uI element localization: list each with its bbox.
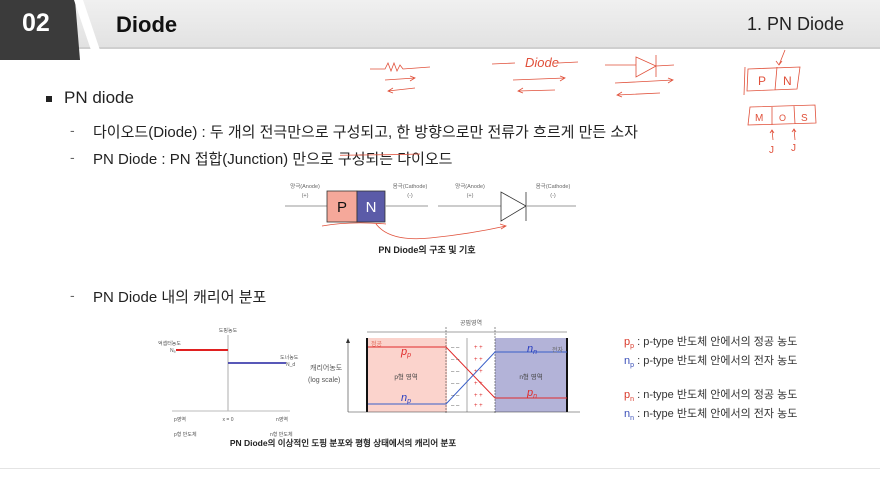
section-label: 1. PN Diode xyxy=(746,14,844,34)
svg-text:+ +: + + xyxy=(474,393,483,399)
svg-text:+ +: + + xyxy=(474,403,483,409)
handwritten-j: J xyxy=(769,145,774,156)
handwritten-n: N xyxy=(783,74,792,88)
svg-text:pp: pp xyxy=(400,346,411,359)
legend-item: np : p-type 반도체 안에서의 전자 농도 xyxy=(624,355,798,370)
svg-text:+ +: + + xyxy=(474,369,483,375)
electron-label: 전자 xyxy=(552,346,564,354)
handwritten-arrow xyxy=(321,222,507,240)
legend-item: pp : p-type 반도체 안에서의 정공 농도 xyxy=(624,336,798,351)
slide-header xyxy=(0,0,880,49)
handwritten-diode-label: Diode xyxy=(525,55,559,70)
svg-text:– –: – – xyxy=(451,381,460,387)
acceptor-label: 억셉터농도 xyxy=(158,340,181,347)
handwritten-m: M xyxy=(755,113,763,124)
x-label-zero: x = 0 xyxy=(223,417,234,423)
carrier-distribution-figure: 도핑농도 억셉터농도 Nₐ 도너농도 N_d p영역 x = 0 n영역 p형 … xyxy=(158,319,580,448)
hole-concentration-line xyxy=(368,346,567,399)
chapter-number: 02 xyxy=(22,9,50,37)
cathode-label: 음극(Cathode) xyxy=(393,183,428,190)
bullet-icon xyxy=(46,96,52,102)
handwritten-s: S xyxy=(801,113,808,124)
svg-text:pn: pn xyxy=(526,387,537,400)
handwritten-underline xyxy=(340,153,421,156)
bullet-heading: PN diode xyxy=(64,88,134,107)
svg-text:– –: – – xyxy=(451,369,460,375)
x-label-n: n영역 xyxy=(276,416,288,423)
dash-marker: - xyxy=(70,287,75,303)
hole-label: 정공 xyxy=(371,341,383,348)
footer-divider xyxy=(0,468,880,469)
legend-item: pn : n-type 반도체 안에서의 정공 농도 xyxy=(624,389,798,404)
figure1-caption: PN Diode의 구조 및 기호 xyxy=(378,244,476,255)
svg-text:– –: – – xyxy=(451,345,460,351)
donor-symbol: N_d xyxy=(286,362,295,368)
x-label-p: p영역 xyxy=(174,416,186,423)
handwritten-j: J xyxy=(791,143,796,154)
p-label: P xyxy=(337,199,347,216)
dash-marker: - xyxy=(70,122,75,138)
svg-text:+ +: + + xyxy=(474,357,483,363)
y-axis-scale: (log scale) xyxy=(308,377,340,384)
diode-sketch-icon xyxy=(605,55,675,98)
n-label: N xyxy=(366,199,377,216)
handwritten-annotations: Diode P N M O S J J xyxy=(340,49,817,156)
electron-concentration-line xyxy=(368,351,567,405)
anode-sign: (+) xyxy=(467,193,474,199)
cathode-label: 음극(Cathode) xyxy=(536,183,571,190)
depletion-region-label: 공핍영역 xyxy=(460,319,482,327)
depletion-charges: – – – – – – – – – – – – + + + + + + + + + + + … xyxy=(451,345,483,409)
anode-label: 양극(Anode) xyxy=(290,182,320,190)
handwritten-o: O xyxy=(779,113,786,123)
diode-symbol-icon xyxy=(438,191,576,222)
carrier-distribution-heading: PN Diode 내의 캐리어 분포 xyxy=(93,289,267,306)
figure2-caption: PN Diode의 이상적인 도핑 분포와 평형 상태에서의 캐리어 분포 xyxy=(230,438,457,448)
p-region-label: p형 영역 xyxy=(394,372,417,381)
carrier-concentration-graph: 공핍영역 캐리어농도 (log scale) 정공 전자 p형 영역 n형 영역… xyxy=(308,319,580,413)
donor-label: 도너농도 xyxy=(280,354,299,361)
slide-title: Diode xyxy=(116,12,178,37)
definition-diode: 다이오드(Diode) : 두 개의 전극만으로 구성되고, 한 방향으로만 전… xyxy=(93,124,638,141)
svg-text:nn: nn xyxy=(527,343,537,356)
p-semiconductor-label: p형 반도체 xyxy=(174,431,197,438)
svg-text:np: np xyxy=(401,392,411,405)
svg-text:+ +: + + xyxy=(474,381,483,387)
anode-sign: (+) xyxy=(302,193,309,199)
doping-profile-graph: 도핑농도 억셉터농도 Nₐ 도너농도 N_d p영역 x = 0 n영역 p형 … xyxy=(158,327,299,438)
svg-text:– –: – – xyxy=(451,393,460,399)
pn-structure-figure: 양극(Anode) (+) 음극(Cathode) (-) P N 양극(Ano… xyxy=(285,182,576,255)
svg-text:– –: – – xyxy=(451,403,460,409)
doping-axis-label: 도핑농도 xyxy=(219,327,238,334)
n-semiconductor-label: n형 반도체 xyxy=(270,431,293,438)
cathode-sign: (-) xyxy=(550,193,556,199)
cathode-sign: (-) xyxy=(407,193,413,199)
legend-item: nn : n-type 반도체 안에서의 전자 농도 xyxy=(624,408,798,423)
acceptor-symbol: Nₐ xyxy=(170,348,176,354)
anode-label: 양극(Anode) xyxy=(455,182,485,190)
n-region-label: n형 영역 xyxy=(519,372,542,381)
svg-text:+ +: + + xyxy=(474,345,483,351)
handwritten-p: P xyxy=(758,74,766,88)
p-block xyxy=(326,190,358,223)
chapter-number-block xyxy=(0,0,80,60)
y-axis-label: 캐리어농도 xyxy=(310,363,343,372)
resistor-sketch-icon xyxy=(370,61,431,73)
svg-text:– –: – – xyxy=(451,357,460,363)
dash-marker: - xyxy=(70,149,75,165)
